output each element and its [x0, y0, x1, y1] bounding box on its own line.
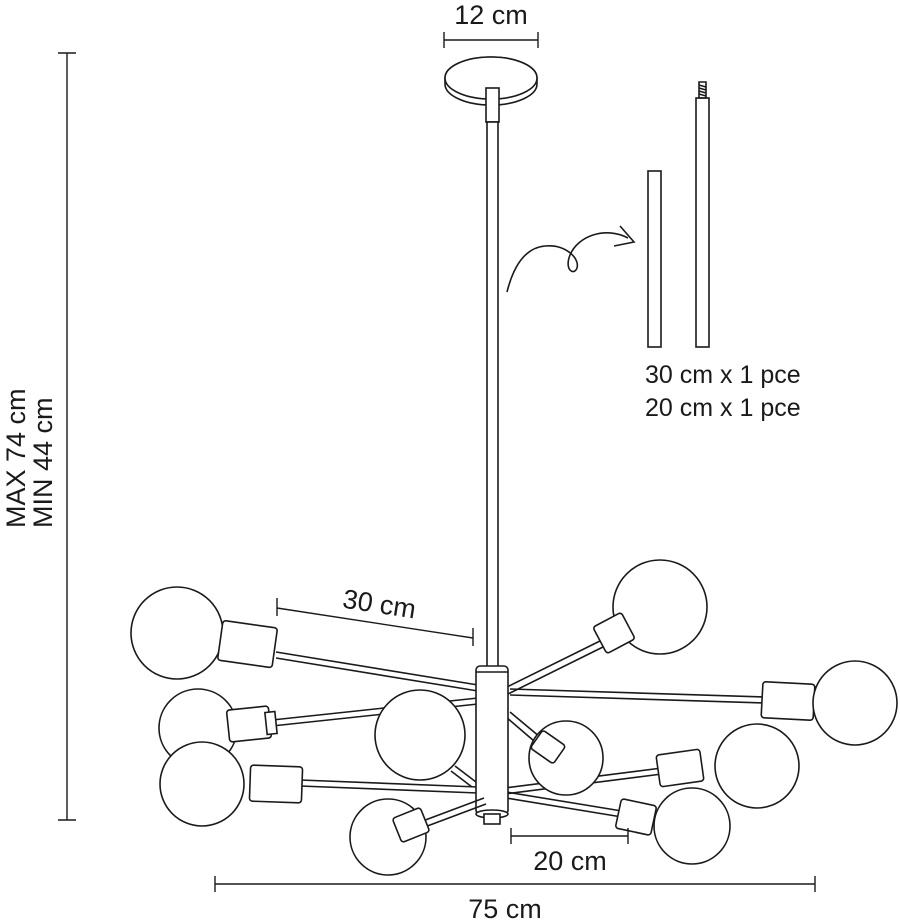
center-hub: [475, 665, 509, 825]
lamp-lower-right: [505, 787, 731, 865]
lamp-center-right: [505, 711, 604, 796]
height-dimension-line: [58, 52, 76, 821]
lamp-far-right: [509, 660, 898, 746]
lamp-bottom-front: [349, 797, 487, 876]
lamp-upper-right: [504, 559, 708, 695]
upper-arm-length-label: 30 cm: [341, 584, 418, 625]
down-rod: [485, 87, 500, 669]
lamp-lower-left: [159, 741, 479, 827]
canopy-width-label: 12 cm: [454, 0, 528, 30]
extension-rod-30-label: 30 cm x 1 pce: [645, 361, 801, 389]
height-min-label: MIN 44 cm: [28, 397, 58, 528]
lamp-center-left: [374, 689, 477, 788]
lower-arm-length-label: 20 cm: [533, 846, 607, 876]
lamp-upper-left: [130, 586, 479, 692]
canopy-width-dimension: [443, 32, 539, 48]
lower-arm-dimension: [510, 828, 629, 844]
curved-arrow: [506, 225, 636, 293]
upper-arm-dimension: [276, 598, 474, 646]
ceiling-canopy: [444, 56, 538, 106]
extension-rod-20-label: 20 cm x 1 pce: [645, 394, 801, 422]
total-width-label: 75 cm: [468, 894, 542, 923]
extension-rod-long: [695, 81, 710, 348]
height-max-label: MAX 74 cm: [1, 388, 31, 528]
total-width-dimension: [214, 876, 816, 892]
extension-rod-short: [647, 170, 662, 348]
